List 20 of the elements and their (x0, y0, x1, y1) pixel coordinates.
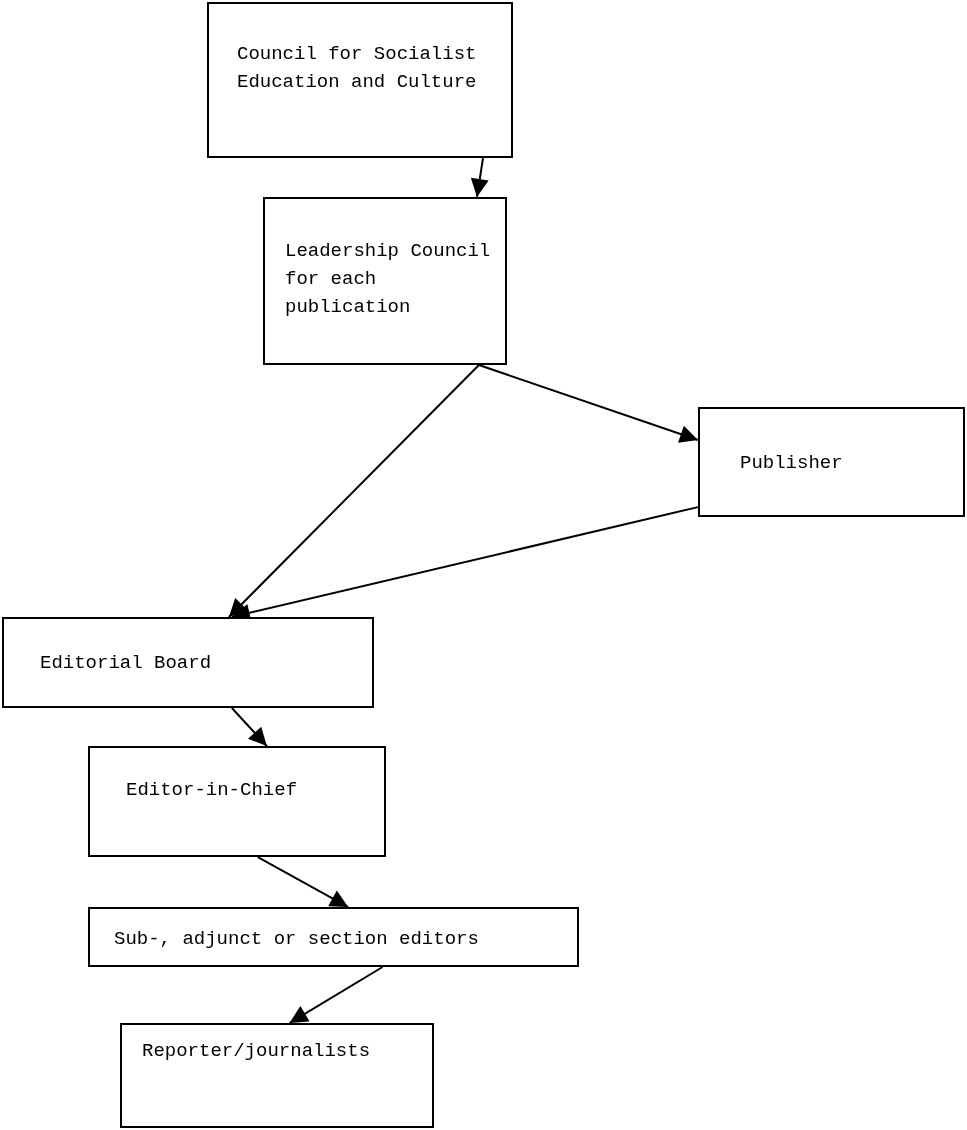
org-box (263, 197, 507, 365)
org-box (88, 746, 386, 857)
box-label: Council for Socialist Education and Culture (237, 42, 478, 95)
arrow (230, 707, 268, 747)
arrow (288, 966, 384, 1024)
arrow (227, 364, 480, 618)
arrow (256, 856, 350, 908)
org-box (698, 407, 965, 517)
arrow (477, 364, 699, 443)
box-label: Editorial Board (40, 651, 213, 676)
org-box (88, 907, 579, 967)
box-label: Editor-in-Chief (126, 778, 299, 803)
box-label: Leadership Council for each publication (285, 239, 492, 320)
arrow (470, 157, 489, 198)
box-label: Sub-, adjunct or section editors (114, 927, 480, 952)
org-box (207, 2, 513, 158)
org-box (2, 617, 374, 708)
org-box (120, 1023, 434, 1128)
box-label: Publisher (740, 451, 844, 476)
box-label: Reporter/journalists (142, 1039, 372, 1064)
